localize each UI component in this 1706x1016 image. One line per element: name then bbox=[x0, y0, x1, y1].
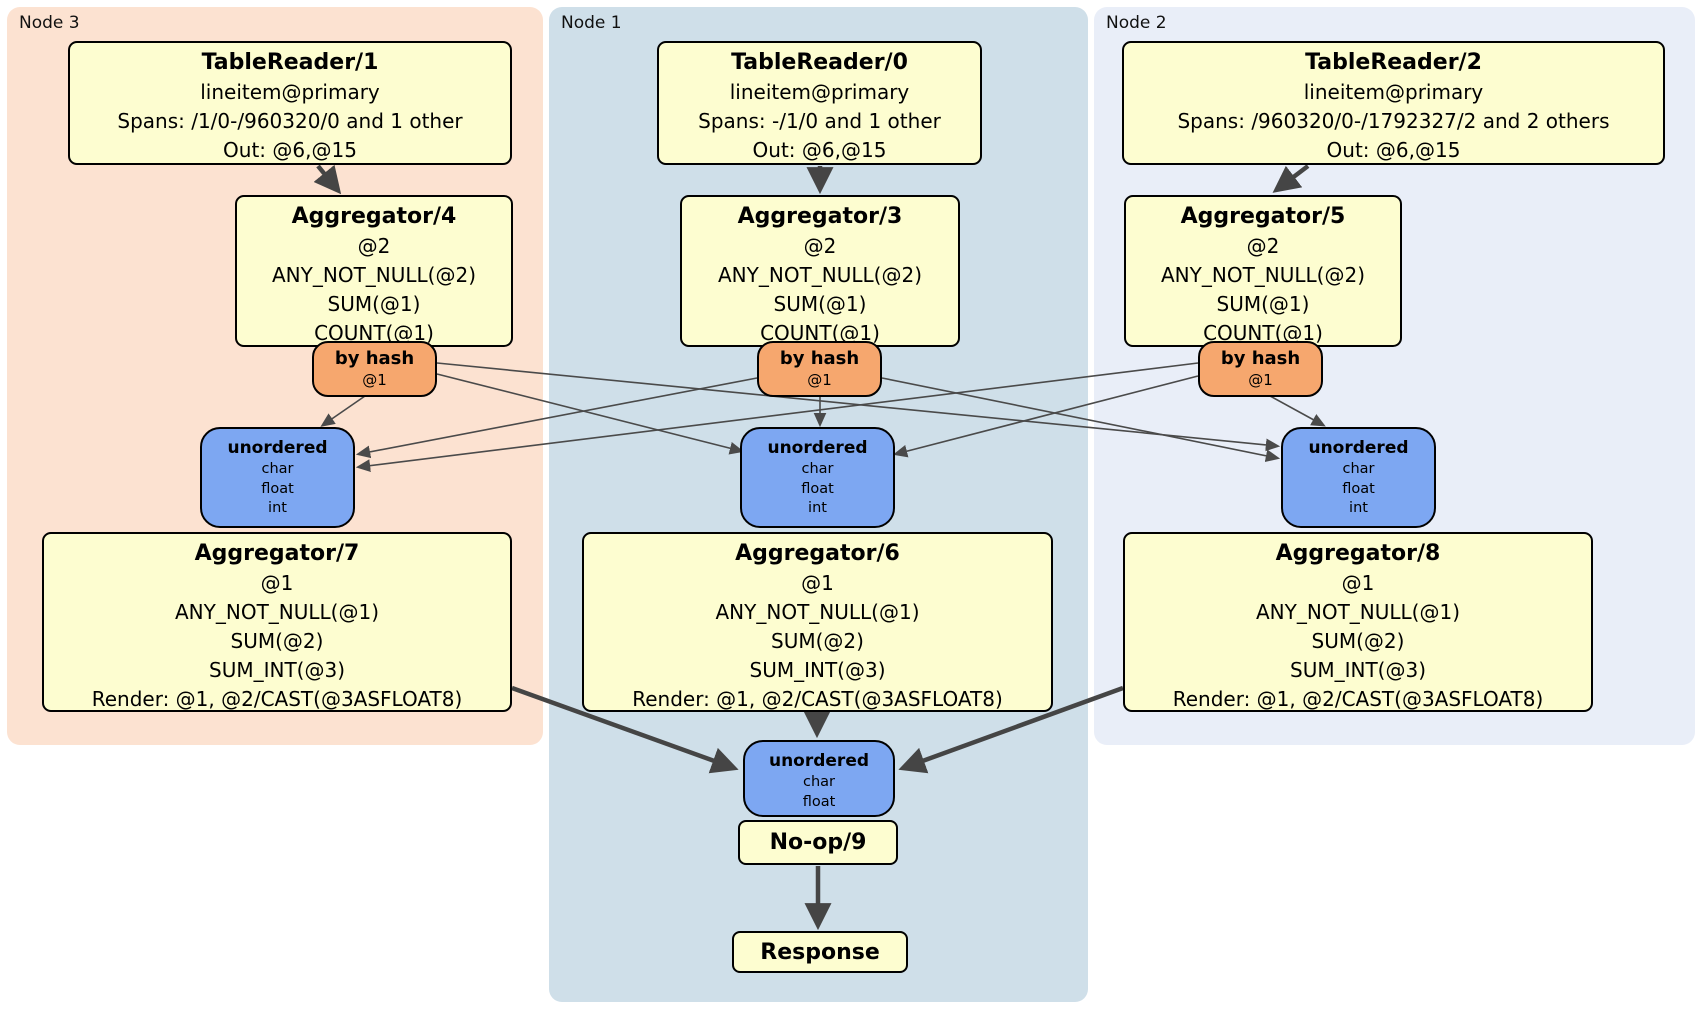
tablereader-2-title: TableReader/2 bbox=[1305, 50, 1482, 75]
tablereader-1-index: lineitem@primary bbox=[200, 80, 380, 104]
tablereader-0-spans: Spans: -/1/0 and 1 other bbox=[698, 109, 941, 133]
tablereader-1-out: Out: @6,@15 bbox=[223, 138, 357, 162]
aggregator-5-fn1: ANY_NOT_NULL(@2) bbox=[1161, 263, 1365, 287]
node3-label: Node 3 bbox=[19, 13, 80, 33]
sync-node3-col2: float bbox=[261, 480, 294, 497]
sync-unordered-node2: unordered char float int bbox=[1281, 427, 1436, 528]
tablereader-0-title: TableReader/0 bbox=[731, 50, 908, 75]
aggregator-4-group: @2 bbox=[357, 234, 391, 258]
aggregator-8-title: Aggregator/8 bbox=[1275, 541, 1441, 566]
aggregator-6-render: Render: @1, @2/CAST(@3ASFLOAT8) bbox=[632, 687, 1003, 711]
sync-node1-col3: int bbox=[808, 500, 827, 516]
router-byhash-node1-title: by hash bbox=[779, 348, 860, 369]
sync-unordered-node3-title: unordered bbox=[227, 438, 328, 458]
aggregator-6-group: @1 bbox=[801, 571, 834, 595]
sync-node1-col1: char bbox=[801, 461, 834, 477]
tablereader-2-spans: Spans: /960320/0-/1792327/2 and 2 others bbox=[1177, 109, 1610, 133]
aggregator-4-box: Aggregator/4 @2 ANY_NOT_NULL(@2) SUM(@1)… bbox=[235, 195, 513, 347]
aggregator-8-box: Aggregator/8 @1 ANY_NOT_NULL(@1) SUM(@2)… bbox=[1123, 532, 1593, 712]
aggregator-8-fn1: ANY_NOT_NULL(@1) bbox=[1256, 600, 1460, 624]
sync-unordered-node1-title: unordered bbox=[767, 438, 868, 458]
router-byhash-node2-key: @1 bbox=[1248, 371, 1273, 389]
aggregator-6-fn1: ANY_NOT_NULL(@1) bbox=[715, 600, 920, 624]
aggregator-7-title: Aggregator/7 bbox=[194, 541, 360, 566]
aggregator-5-title: Aggregator/5 bbox=[1180, 204, 1346, 229]
sync-unordered-node2-title: unordered bbox=[1308, 438, 1409, 458]
tablereader-1-title: TableReader/1 bbox=[201, 50, 379, 75]
aggregator-5-fn2: SUM(@1) bbox=[1216, 292, 1310, 316]
sync-final-col2: float bbox=[802, 793, 836, 810]
aggregator-7-render: Render: @1, @2/CAST(@3ASFLOAT8) bbox=[91, 687, 463, 711]
router-byhash-node2-title: by hash bbox=[1220, 348, 1301, 369]
sync-node2-col2: float bbox=[1342, 480, 1375, 497]
sync-final-col1: char bbox=[802, 774, 835, 790]
aggregator-7-fn3: SUM_INT(@3) bbox=[209, 658, 345, 682]
sync-unordered-node1: unordered char float int bbox=[740, 427, 895, 528]
response-box: Response bbox=[732, 931, 908, 973]
tablereader-2-out: Out: @6,@15 bbox=[1326, 138, 1461, 162]
router-byhash-node2: by hash @1 bbox=[1198, 341, 1323, 397]
node2-label: Node 2 bbox=[1106, 13, 1167, 33]
sync-node2-col1: char bbox=[1342, 461, 1375, 477]
aggregator-6-fn2: SUM(@2) bbox=[771, 629, 864, 653]
tablereader-2-index: lineitem@primary bbox=[1303, 80, 1484, 104]
aggregator-8-group: @1 bbox=[1341, 571, 1375, 595]
aggregator-8-fn2: SUM(@2) bbox=[1311, 629, 1405, 653]
tablereader-0-out: Out: @6,@15 bbox=[752, 138, 887, 162]
aggregator-4-title: Aggregator/4 bbox=[291, 204, 457, 229]
processor-edges bbox=[313, 164, 1310, 931]
aggregator-5-box: Aggregator/5 @2 ANY_NOT_NULL(@2) SUM(@1)… bbox=[1124, 195, 1402, 347]
aggregator-4-fn2: SUM(@1) bbox=[327, 292, 421, 316]
tablereader-2-box: TableReader/2 lineitem@primary Spans: /9… bbox=[1122, 41, 1665, 165]
response-title: Response bbox=[760, 939, 880, 965]
aggregator-7-fn1: ANY_NOT_NULL(@1) bbox=[175, 600, 379, 624]
sync-unordered-final: unordered char float bbox=[743, 740, 895, 817]
aggregator-8-fn3: SUM_INT(@3) bbox=[1290, 658, 1426, 682]
aggregator-4-fn1: ANY_NOT_NULL(@2) bbox=[272, 263, 476, 287]
router-to-sync-edges bbox=[320, 362, 1326, 472]
sync-final-title: unordered bbox=[768, 751, 870, 771]
router-byhash-node3-key: @1 bbox=[362, 371, 387, 389]
router-byhash-node1-key: @1 bbox=[807, 371, 832, 389]
sync-node1-col2: float bbox=[801, 480, 834, 497]
router-byhash-node1: by hash @1 bbox=[757, 341, 882, 397]
aggregator-7-group: @1 bbox=[260, 571, 294, 595]
aggregator-6-fn3: SUM_INT(@3) bbox=[749, 658, 886, 682]
aggregator-8-render: Render: @1, @2/CAST(@3ASFLOAT8) bbox=[1172, 687, 1544, 711]
sync-node2-col3: int bbox=[1349, 500, 1368, 516]
sync-node3-col3: int bbox=[268, 500, 287, 516]
aggregator-5-group: @2 bbox=[1246, 234, 1280, 258]
router-byhash-node3: by hash @1 bbox=[312, 341, 437, 397]
sync-unordered-node3: unordered char float int bbox=[200, 427, 355, 528]
tablereader-0-box: TableReader/0 lineitem@primary Spans: -/… bbox=[657, 41, 982, 165]
aggregator-3-box: Aggregator/3 @2 ANY_NOT_NULL(@2) SUM(@1)… bbox=[680, 195, 960, 347]
aggregator-3-title: Aggregator/3 bbox=[737, 204, 903, 229]
tablereader-1-spans: Spans: /1/0-/960320/0 and 1 other bbox=[117, 109, 463, 133]
aggregator-6-title: Aggregator/6 bbox=[735, 541, 900, 566]
noop-9-box: No-op/9 bbox=[738, 820, 898, 865]
aggregator-7-fn2: SUM(@2) bbox=[230, 629, 324, 653]
aggregator-3-fn2: SUM(@1) bbox=[773, 292, 867, 316]
aggregator-6-box: Aggregator/6 @1 ANY_NOT_NULL(@1) SUM(@2)… bbox=[582, 532, 1053, 712]
aggregator-3-group: @2 bbox=[803, 234, 837, 258]
aggregator-7-box: Aggregator/7 @1 ANY_NOT_NULL(@1) SUM(@2)… bbox=[42, 532, 512, 712]
sync-node3-col1: char bbox=[261, 461, 294, 477]
tablereader-1-box: TableReader/1 lineitem@primary Spans: /1… bbox=[68, 41, 512, 165]
aggregator-3-fn1: ANY_NOT_NULL(@2) bbox=[718, 263, 922, 287]
router-byhash-node3-title: by hash bbox=[334, 348, 415, 369]
node1-label: Node 1 bbox=[561, 13, 622, 33]
tablereader-0-index: lineitem@primary bbox=[729, 80, 910, 104]
noop-9-title: No-op/9 bbox=[769, 830, 867, 855]
